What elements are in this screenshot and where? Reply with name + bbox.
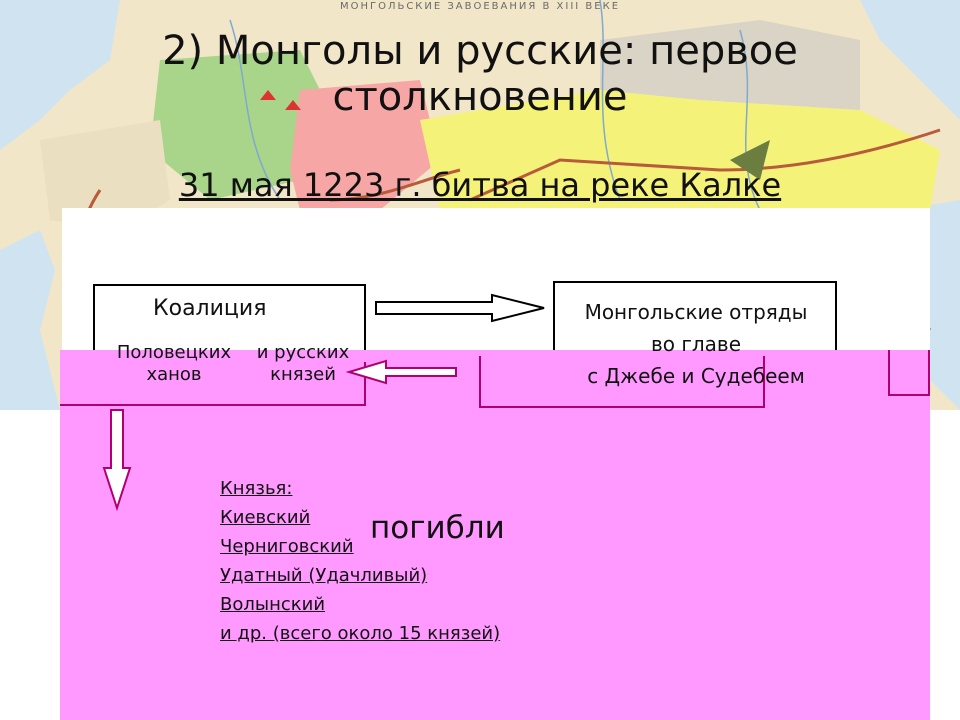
map-caption: МОНГОЛЬСКИЕ ЗАВОЕВАНИЯ В XIII ВЕКЕ	[339, 1, 621, 12]
princes-list: Князья: Киевский Черниговский Удатный (У…	[220, 474, 500, 648]
slide-title-line1: 2) Монголы и русские: первое	[162, 28, 798, 74]
map-sea-north	[0, 0, 120, 150]
map-region-europe	[40, 120, 170, 230]
mongol-line-1: Монгольские отряды	[584, 300, 808, 324]
slide-title-line2: столкновение	[332, 74, 628, 120]
prince-volyn: Волынский	[220, 594, 326, 615]
map-sea-northeast	[860, 0, 960, 120]
slide-title: 2) Монголы и русские: первое столкновени…	[80, 28, 880, 120]
mongol-line-3: с Джебе и Судебеем	[587, 364, 805, 388]
mongol-line-2: во главе	[650, 332, 742, 356]
coalition-title: Коалиция	[153, 296, 267, 321]
map-city-marker	[260, 90, 276, 100]
mongol-detachments-text: Монгольские отряды во главе с Джебе и Су…	[560, 296, 832, 392]
right-box-fragment	[888, 350, 930, 396]
map-river	[229, 19, 281, 201]
map-lake-marker	[730, 140, 770, 180]
prince-kiev: Киевский	[220, 507, 311, 528]
result-pink-panel	[60, 350, 930, 720]
coalition-russian-princes: и русских князей	[256, 342, 350, 385]
coalition-box-pink-outline	[60, 362, 366, 406]
map-region-bulgaria	[290, 80, 440, 210]
prince-udatny: Удатный (Удачливый)	[220, 565, 428, 586]
background-map	[0, 0, 960, 410]
map-region-mongol-empire	[420, 90, 940, 215]
map-region-north	[600, 20, 860, 110]
map-sea-west	[0, 230, 60, 410]
prince-chernigov: Черниговский	[220, 536, 354, 557]
coalition-polovtsian-khans: Половецких ханов	[116, 342, 232, 385]
arrow-left-icon	[345, 359, 457, 385]
princes-others: и др. (всего около 15 князей)	[220, 623, 501, 644]
map-region-rus	[150, 50, 330, 200]
died-label: погибли	[370, 510, 505, 546]
princes-header: Князья:	[220, 478, 293, 499]
arrow-down-icon	[102, 409, 132, 512]
map-city-marker	[285, 100, 301, 110]
mongol-box-pink-outline	[479, 356, 765, 408]
slide-subtitle: 31 мая 1223 г. битва на реке Калке	[178, 166, 782, 204]
map-campaign-arrow	[329, 168, 461, 202]
map-campaign-arrow	[469, 128, 941, 202]
map-river	[739, 29, 761, 211]
arrow-right-icon	[375, 293, 545, 323]
map-river	[599, 0, 621, 201]
